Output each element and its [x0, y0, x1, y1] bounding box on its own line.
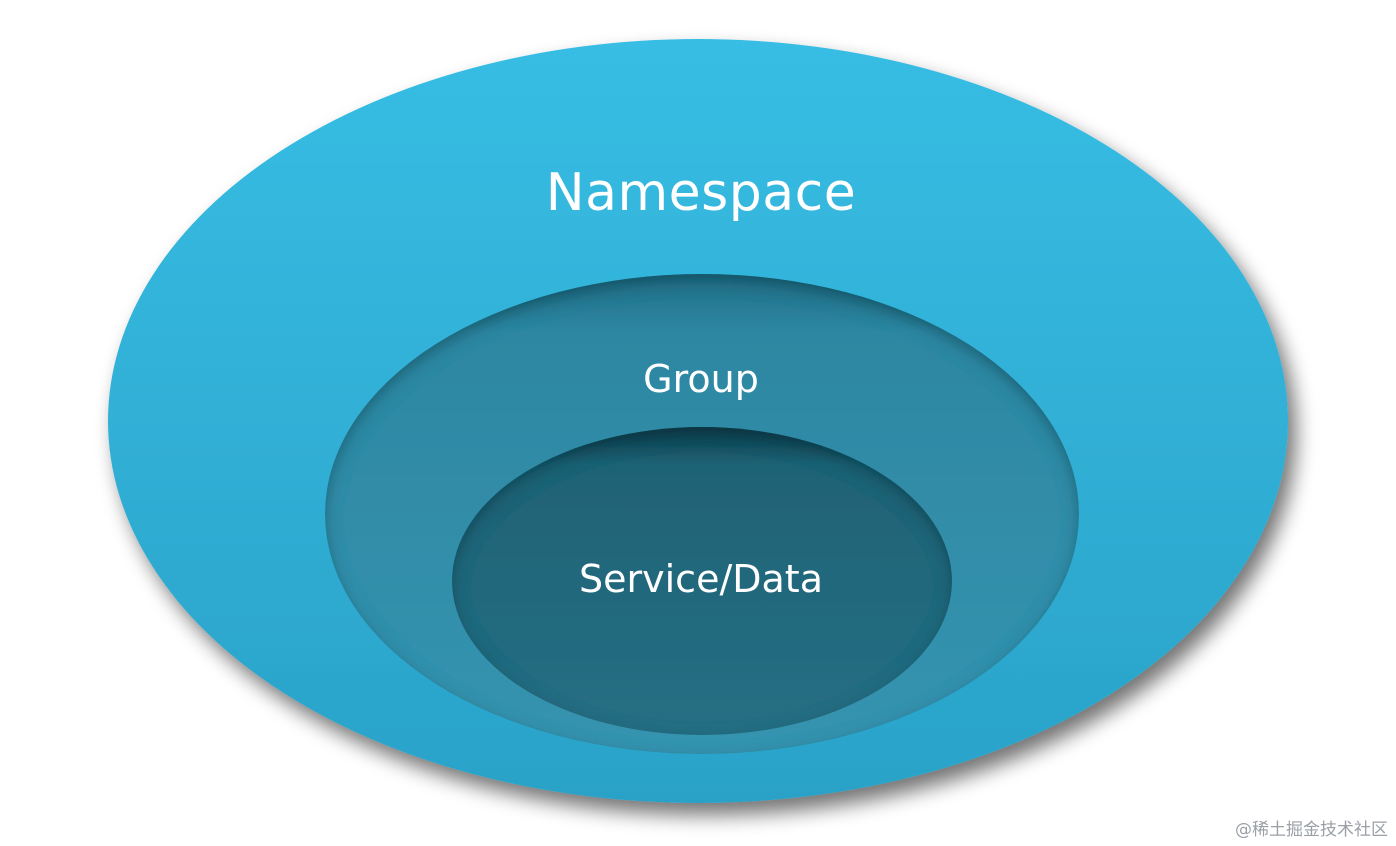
- service-data-ellipse: [452, 427, 952, 735]
- watermark-text: @稀土掘金技术社区: [1235, 820, 1388, 840]
- service-data-label: Service/Data: [579, 557, 823, 601]
- namespace-label: Namespace: [545, 163, 857, 223]
- group-label: Group: [643, 357, 759, 401]
